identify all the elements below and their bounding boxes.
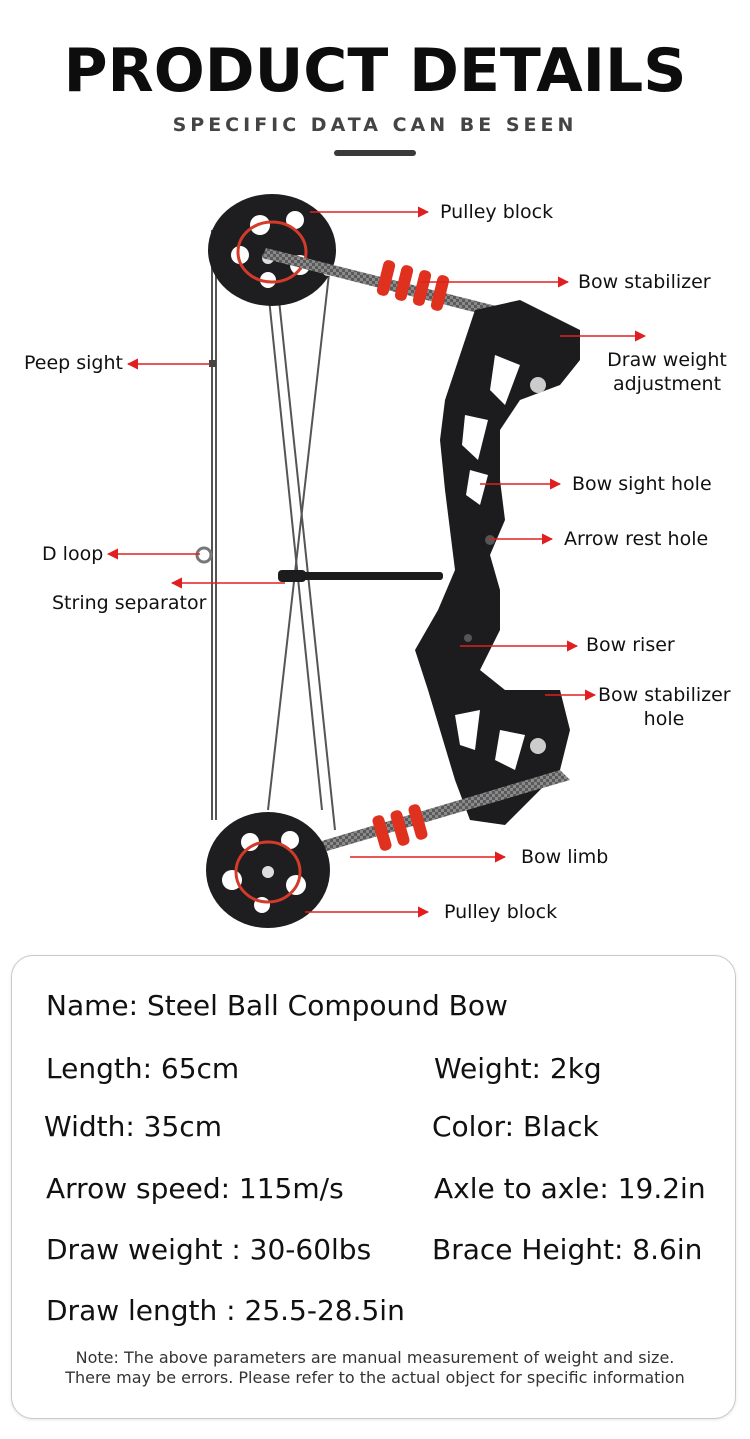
spec-weight: Weight: 2kg [434, 1052, 602, 1085]
page-title: PRODUCT DETAILS [63, 36, 687, 106]
label-bow-limb: Bow limb [521, 846, 609, 868]
label-bow-stabilizer: Bow stabilizer [578, 271, 711, 293]
bow-riser [415, 300, 580, 825]
label-arrow-rest-hole: Arrow rest hole [564, 528, 709, 550]
label-peep-sight: Peep sight [24, 352, 123, 374]
spec-brace-height: Brace Height: 8.6in [432, 1233, 703, 1266]
spec-color: Color: Black [432, 1110, 599, 1143]
spec-draw-weight: Draw weight : 30-60lbs [46, 1233, 372, 1266]
label-string-separator: String separator [52, 592, 207, 614]
label-pulley-block-bottom: Pulley block [444, 901, 558, 923]
peep-sight-shape [209, 360, 216, 367]
specifications-card [11, 955, 736, 1419]
bottom-limb [258, 770, 570, 870]
title-underline [334, 150, 416, 156]
spec-axle-to-axle: Axle to axle: 19.2in [434, 1172, 706, 1205]
spec-name: Name: Steel Ball Compound Bow [46, 989, 508, 1022]
label-draw-weight-adjustment: Draw weight adjustment [604, 348, 730, 396]
spec-width: Width: 35cm [44, 1110, 222, 1143]
label-bow-sight-hole: Bow sight hole [572, 473, 712, 495]
callout-arrows [106, 206, 647, 918]
bow-strings [211, 230, 336, 831]
bottom-pulley [206, 812, 330, 928]
label-pulley-block-top: Pulley block [440, 201, 554, 223]
page-subtitle: SPECIFIC DATA CAN BE SEEN [172, 114, 578, 136]
spec-draw-length: Draw length : 25.5-28.5in [46, 1294, 405, 1327]
label-bow-stabilizer-hole: Bow stabilizer hole [598, 683, 731, 731]
label-stabilizer-hole-line2: hole [643, 708, 685, 730]
d-loop-shape [195, 546, 213, 564]
label-d-loop: D loop [42, 543, 104, 565]
spec-length: Length: 65cm [46, 1052, 240, 1085]
disclaimer-line-2: There may be errors. Please refer to the… [65, 1368, 685, 1387]
disclaimer-line-1: Note: The above parameters are manual me… [75, 1348, 675, 1367]
top-limb [262, 248, 512, 320]
compound-bow-illustration [106, 194, 647, 928]
label-stabilizer-hole-line1: Bow stabilizer [598, 684, 731, 706]
label-draw-weight-line1: Draw weight [607, 349, 727, 371]
label-draw-weight-line2: adjustment [612, 373, 722, 395]
string-separator [278, 570, 443, 582]
spec-arrow-speed: Arrow speed: 115m/s [46, 1172, 344, 1205]
label-bow-riser: Bow riser [586, 634, 675, 656]
